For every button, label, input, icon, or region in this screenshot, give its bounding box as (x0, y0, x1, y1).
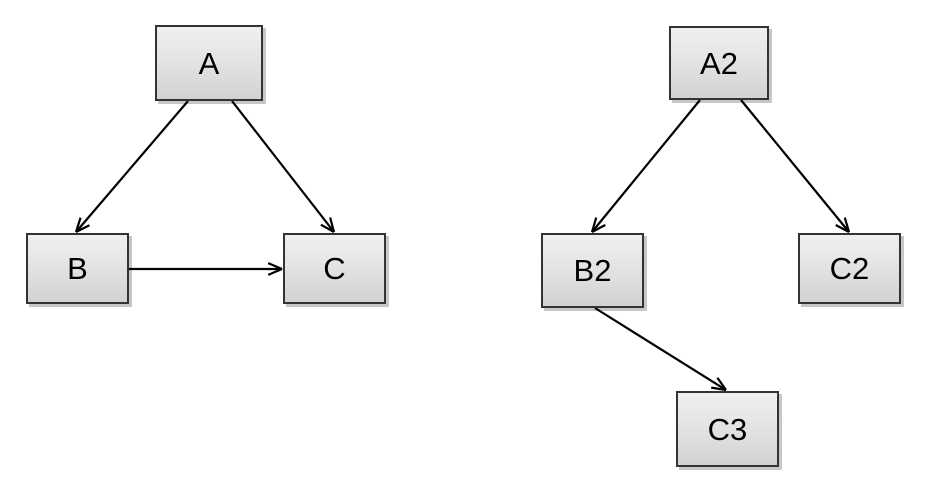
arrowhead-icon (75, 224, 90, 233)
arrowhead-icon (590, 217, 598, 233)
edge-a-to-b (74, 100, 189, 233)
edge-a-to-c (231, 100, 336, 233)
edge-line (740, 99, 850, 233)
node-label: B2 (573, 253, 612, 288)
arrowhead-icon (843, 217, 851, 233)
arrowhead-icon (329, 217, 336, 233)
node-label: A (198, 45, 220, 81)
node-label: A2 (700, 45, 738, 81)
node-c3[interactable]: C3 (676, 391, 779, 467)
edge-a2-to-b2 (590, 99, 701, 233)
edge-line (75, 100, 189, 233)
arrowhead-icon (267, 262, 283, 271)
node-label: C2 (829, 251, 870, 286)
edge-b-to-c (129, 262, 283, 276)
node-b[interactable]: B (26, 233, 129, 304)
node-a[interactable]: A (155, 25, 263, 101)
node-label: C (323, 251, 346, 286)
edge-line (591, 99, 701, 233)
node-b2[interactable]: B2 (541, 233, 644, 308)
arrowhead-icon (716, 377, 727, 391)
arrowhead-icon (267, 267, 283, 276)
arrowhead-icon (320, 223, 335, 233)
node-label: C3 (707, 411, 748, 447)
node-a2[interactable]: A2 (669, 26, 769, 100)
arrowhead-icon (74, 217, 82, 233)
node-c2[interactable]: C2 (798, 233, 901, 304)
arrowhead-icon (711, 386, 727, 392)
arrowhead-icon (591, 224, 606, 233)
node-label: B (67, 251, 88, 286)
edge-line (231, 100, 335, 233)
node-c[interactable]: C (283, 233, 386, 304)
edge-line (594, 307, 727, 391)
arrowhead-icon (835, 224, 850, 233)
edge-b2-to-c3 (594, 307, 727, 392)
edge-a2-to-c2 (740, 99, 851, 233)
